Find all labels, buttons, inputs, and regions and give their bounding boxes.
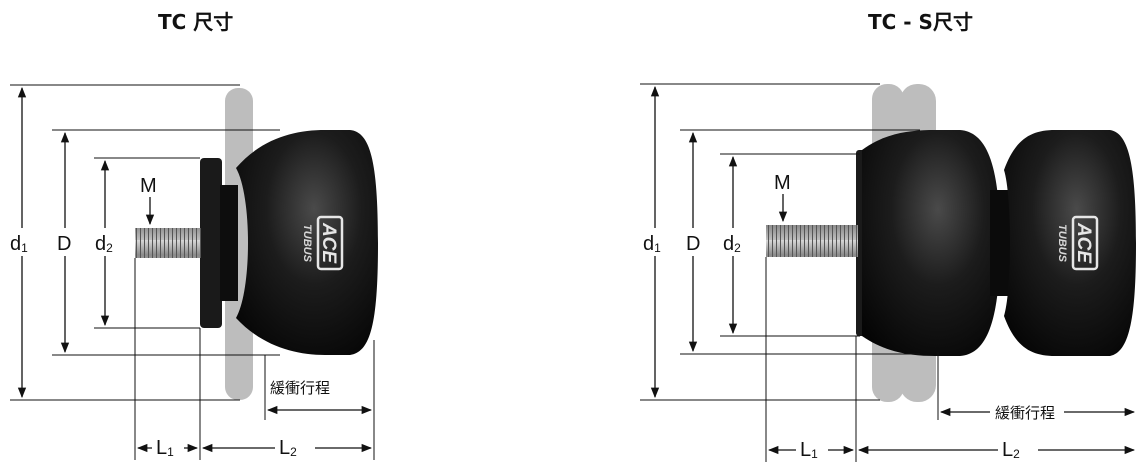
tc-label-d2: d2 bbox=[95, 233, 113, 255]
tcs-logo-brand: ACE bbox=[1073, 222, 1094, 264]
tc-logo-brand: ACE bbox=[318, 222, 339, 264]
tcs-label-stroke: 緩衝行程 bbox=[995, 404, 1055, 422]
tcs-label-M: M bbox=[774, 172, 791, 194]
tcs-logo-product: TUBUS bbox=[1056, 224, 1068, 263]
tc-thread bbox=[135, 228, 201, 258]
tc-drawing: ACE TUBUS d1 D d2 M L1 bbox=[6, 84, 378, 460]
tcs-body-1 bbox=[862, 130, 1000, 356]
tcs-label-L1: L1 bbox=[800, 439, 818, 461]
tc-logo-product: TUBUS bbox=[301, 224, 313, 263]
tcs-body-2 bbox=[1004, 130, 1136, 356]
tc-logo: ACE TUBUS bbox=[301, 215, 344, 271]
tc-body bbox=[236, 130, 378, 355]
tc-label-d1: d1 bbox=[10, 233, 28, 255]
title-tcs-dimensions: TC - S尺寸 bbox=[868, 10, 973, 34]
tcs-drawing: ACE TUBUS d1 D d2 M L1 bbox=[640, 83, 1136, 462]
tcs-neck bbox=[990, 190, 1012, 296]
tc-label-L2: L2 bbox=[279, 437, 297, 459]
tcs-label-D: D bbox=[686, 233, 700, 255]
tc-label-L1: L1 bbox=[156, 437, 174, 459]
tc-label-stroke: 緩衝行程 bbox=[270, 379, 330, 397]
tc-flange bbox=[200, 158, 222, 328]
tc-label-M: M bbox=[140, 175, 157, 197]
title-tc-dimensions: TC 尺寸 bbox=[158, 10, 234, 34]
tcs-thread bbox=[766, 225, 858, 257]
tcs-label-L2: L2 bbox=[1002, 439, 1020, 461]
tc-neck bbox=[220, 185, 238, 301]
tcs-logo: ACE TUBUS bbox=[1056, 215, 1099, 271]
tcs-label-d1: d1 bbox=[643, 233, 661, 255]
tc-label-D: D bbox=[57, 233, 71, 255]
tcs-label-d2: d2 bbox=[723, 233, 741, 255]
